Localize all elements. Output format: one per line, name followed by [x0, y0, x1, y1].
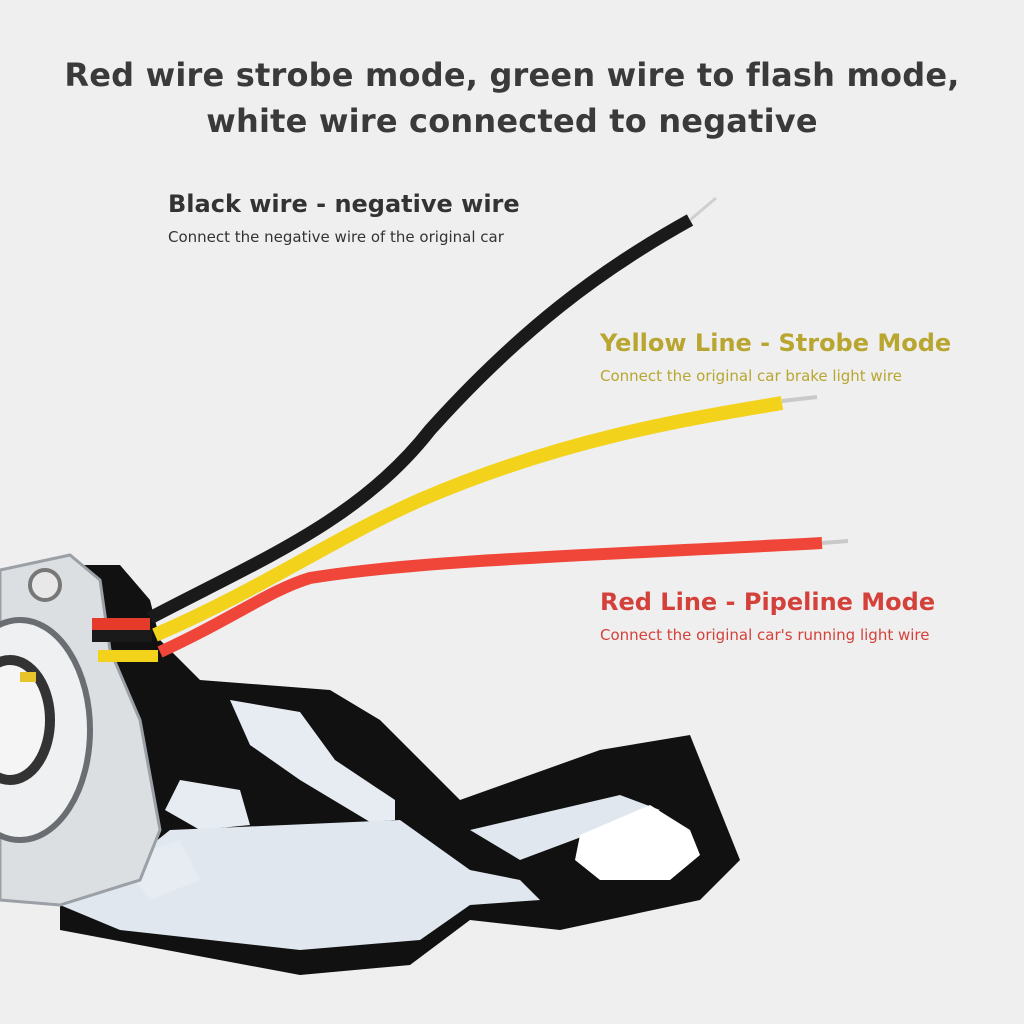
yellow-wire-description: Connect the original car brake light wir…	[600, 367, 902, 385]
led-lens-housing	[0, 553, 162, 907]
headline: Red wire strobe mode, green wire to flas…	[0, 52, 1024, 144]
yellow-wire	[152, 395, 818, 642]
red-wire	[157, 537, 849, 658]
black-wire-title: Black wire - negative wire	[168, 190, 520, 218]
red-wire-title: Red Line - Pipeline Mode	[600, 588, 936, 616]
black-wire-label: Black wire - negative wire Connect the n…	[168, 189, 520, 247]
black-wire	[146, 196, 717, 624]
red-wire-label: Red Line - Pipeline Mode Connect the ori…	[600, 587, 935, 645]
headline-line-1: Red wire strobe mode, green wire to flas…	[64, 56, 960, 94]
yellow-wire-title: Yellow Line - Strobe Mode	[600, 329, 952, 357]
black-wire-description: Connect the negative wire of the origina…	[168, 228, 504, 246]
yellow-wire-label: Yellow Line - Strobe Mode Connect the or…	[600, 328, 951, 386]
red-wire-description: Connect the original car's running light…	[600, 626, 930, 644]
wire-connector-stripes	[92, 618, 158, 662]
headline-line-2: white wire connected to negative	[206, 102, 818, 140]
mounting-bracket	[60, 565, 740, 975]
